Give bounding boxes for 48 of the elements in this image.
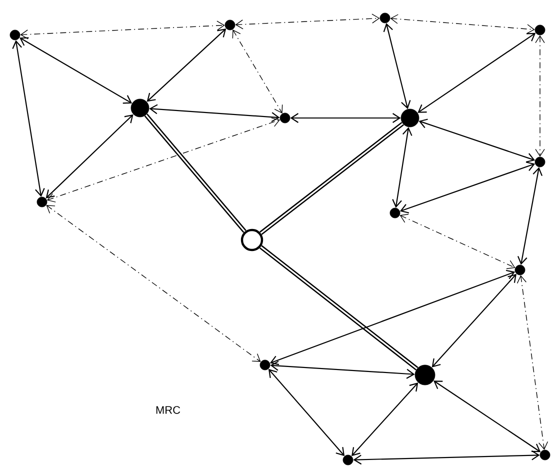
dot [534, 156, 546, 168]
dot [260, 360, 270, 370]
arrow [383, 23, 411, 110]
network-label: MRC [156, 406, 180, 414]
arrow [46, 205, 261, 362]
arrow [270, 360, 415, 379]
arrow [516, 275, 548, 450]
arrow [46, 114, 134, 198]
arrow [353, 450, 540, 465]
dot [534, 24, 546, 36]
dot [130, 98, 150, 118]
dot [36, 196, 48, 208]
dot [540, 450, 550, 460]
arrow [20, 20, 225, 40]
dot [280, 112, 290, 124]
arrow [235, 14, 380, 30]
arrow [390, 14, 535, 34]
ring [240, 228, 264, 252]
dot [224, 20, 236, 30]
arrow [12, 40, 45, 197]
arrow [268, 368, 345, 456]
double-line [144, 114, 246, 233]
dot [380, 12, 390, 24]
arrow [290, 113, 401, 123]
arrow [432, 274, 516, 368]
arrow [232, 29, 283, 114]
arrow [433, 380, 541, 452]
arrow [270, 270, 516, 366]
double-line [259, 245, 418, 370]
arrow [517, 167, 543, 265]
dot [10, 30, 20, 40]
arrow [418, 32, 536, 113]
dot [342, 454, 354, 466]
dot [400, 108, 420, 128]
arrow [20, 37, 132, 104]
arrow [535, 35, 545, 157]
double-line [260, 122, 404, 235]
arrow [149, 104, 280, 122]
dot [514, 264, 526, 276]
arrow [392, 127, 412, 208]
dot [414, 364, 436, 386]
arrow [418, 118, 536, 163]
arrow [352, 382, 418, 456]
arrow [400, 214, 516, 270]
arrow [400, 162, 536, 214]
dot [390, 208, 400, 218]
arrow [46, 118, 280, 202]
arrow [146, 28, 226, 102]
